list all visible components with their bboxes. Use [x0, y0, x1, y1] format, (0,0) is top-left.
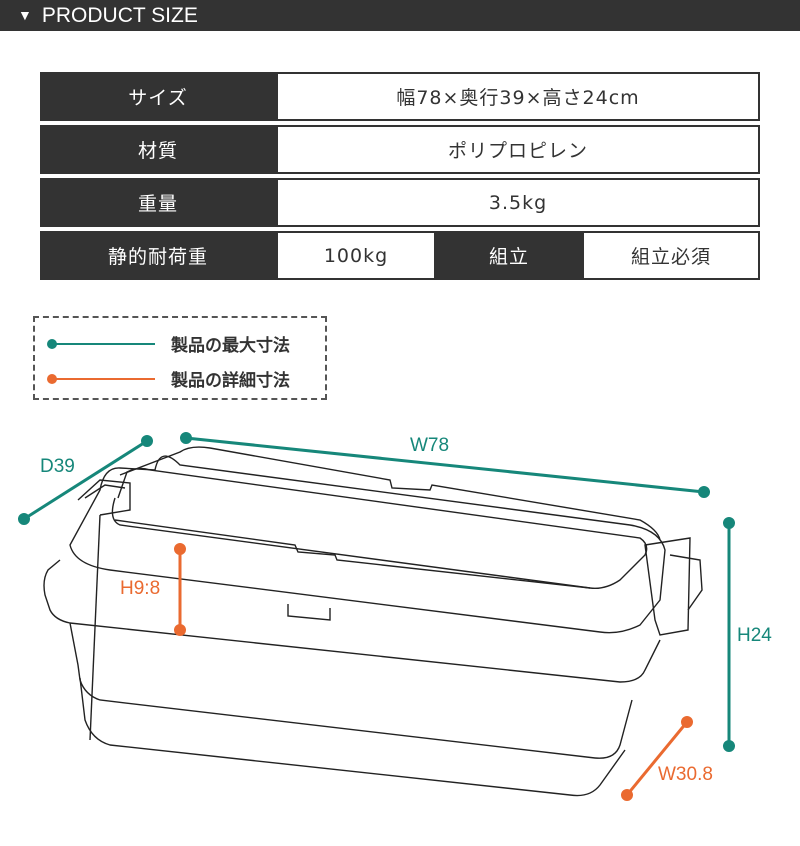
spec-label: 重量: [40, 178, 276, 227]
lid-height-label: H9:8: [120, 578, 160, 599]
max-dimensions: [18, 432, 735, 752]
triangle-down-icon: ▼: [18, 7, 32, 23]
spec-label: 材質: [40, 125, 276, 174]
dimension-endpoint: [18, 513, 30, 525]
dimension-endpoint: [698, 486, 710, 498]
section-header: ▼ PRODUCT SIZE: [0, 0, 800, 31]
height-label: H24: [737, 625, 772, 646]
spec-value: 100kg: [276, 231, 436, 280]
legend-item-max: 製品の最大寸法: [47, 331, 290, 356]
spec-label: 組立: [436, 231, 582, 280]
spec-row-size: サイズ幅78×奥行39×高さ24cm: [40, 72, 760, 121]
dimension-endpoint: [681, 716, 693, 728]
dimension-endpoint: [180, 432, 192, 444]
depth-label: D39: [40, 456, 75, 477]
legend-label: 製品の最大寸法: [171, 336, 290, 356]
teal-line-icon: [47, 338, 155, 349]
width-label: W78: [410, 435, 449, 456]
legend-item-detail: 製品の詳細寸法: [47, 366, 290, 391]
inner-width-label: W30.8: [658, 764, 713, 785]
dimension-endpoint: [174, 624, 186, 636]
detail-dimensions: [174, 543, 693, 801]
spec-value: ポリプロピレン: [276, 125, 760, 174]
legend: 製品の最大寸法 製品の詳細寸法: [33, 316, 327, 400]
dimension-endpoint: [174, 543, 186, 555]
legend-label: 製品の詳細寸法: [171, 371, 290, 391]
spec-label: サイズ: [40, 72, 276, 121]
spec-row-material: 材質ポリプロピレン: [40, 125, 760, 174]
storage-box-drawing: [43, 446, 703, 797]
product-diagram: D39 W78 H24 H9:8 W30.8: [18, 432, 772, 801]
dimension-endpoint: [723, 517, 735, 529]
section-title: PRODUCT SIZE: [41, 4, 198, 27]
spec-value: 3.5kg: [276, 178, 760, 227]
spec-label: 静的耐荷重: [40, 231, 276, 280]
spec-value: 組立必須: [582, 231, 760, 280]
dimension-endpoint: [141, 435, 153, 447]
dimension-endpoint: [723, 740, 735, 752]
orange-line-icon: [47, 373, 155, 384]
spec-value: 幅78×奥行39×高さ24cm: [276, 72, 760, 121]
dimension-endpoint: [621, 789, 633, 801]
